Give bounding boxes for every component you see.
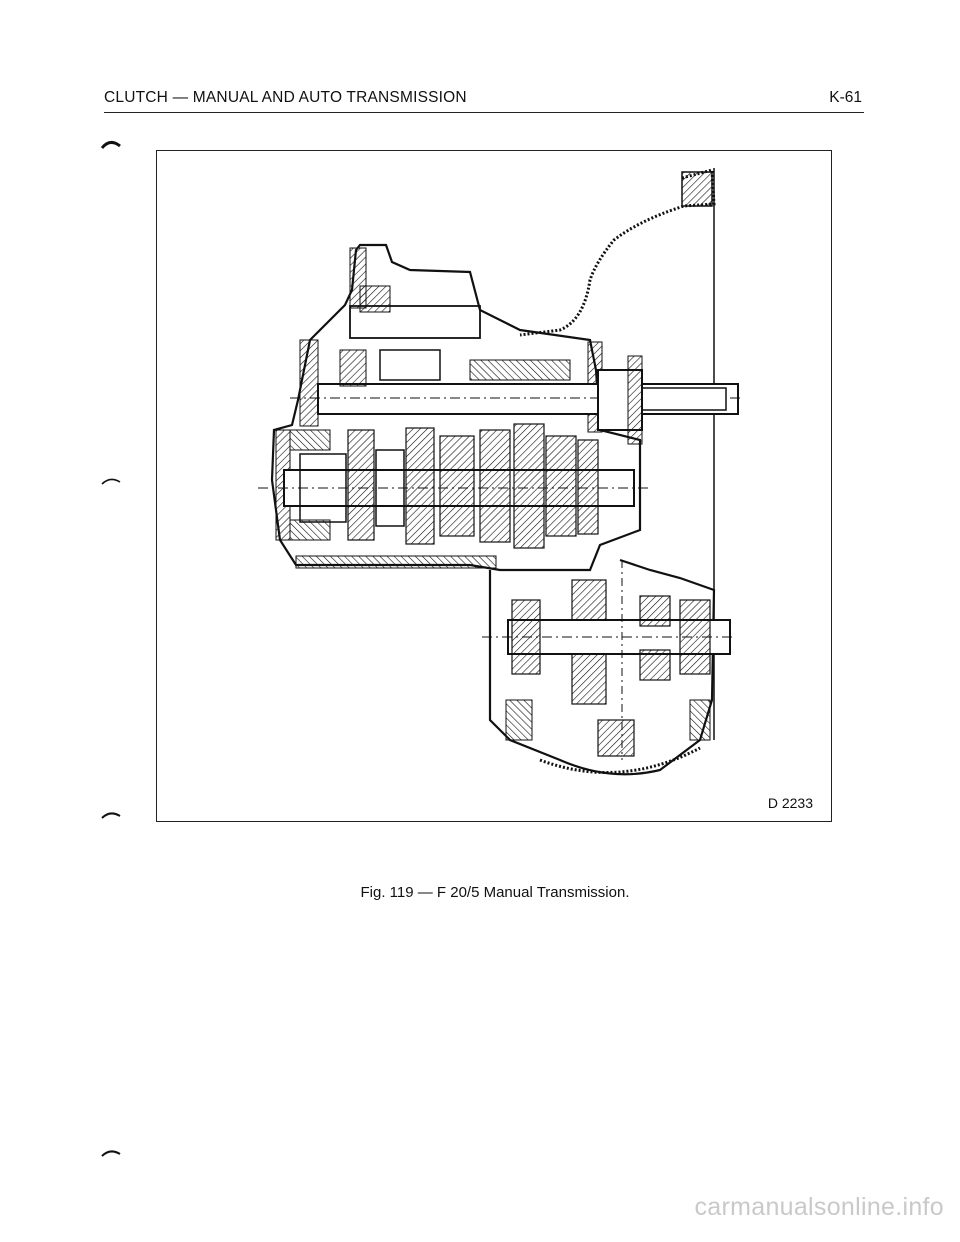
page-header: CLUTCH — MANUAL AND AUTO TRANSMISSION K-… <box>104 88 864 113</box>
differential-housing <box>488 558 716 776</box>
differential-gears <box>511 579 711 757</box>
page-number: K-61 <box>829 89 862 106</box>
margin-mark <box>101 812 121 819</box>
case-bottom <box>295 555 497 569</box>
figure-caption: Fig. 119 — F 20/5 Manual Transmission. <box>360 884 630 901</box>
upper-gear <box>349 305 481 339</box>
input-shaft-spline <box>639 387 727 411</box>
bell-housing-outline <box>519 168 716 337</box>
margin-mark <box>100 141 121 149</box>
margin-mark <box>101 478 121 485</box>
header-title: CLUTCH — MANUAL AND AUTO TRANSMISSION <box>104 89 467 106</box>
housing-tab <box>681 171 713 207</box>
watermark: carmanualsonline.info <box>694 1193 944 1221</box>
margin-mark <box>101 1150 121 1157</box>
case-wall <box>299 339 319 427</box>
figure-frame: D 2233 <box>156 150 832 822</box>
figure-code: D 2233 <box>767 795 813 811</box>
main-shaft-gears <box>347 423 599 549</box>
